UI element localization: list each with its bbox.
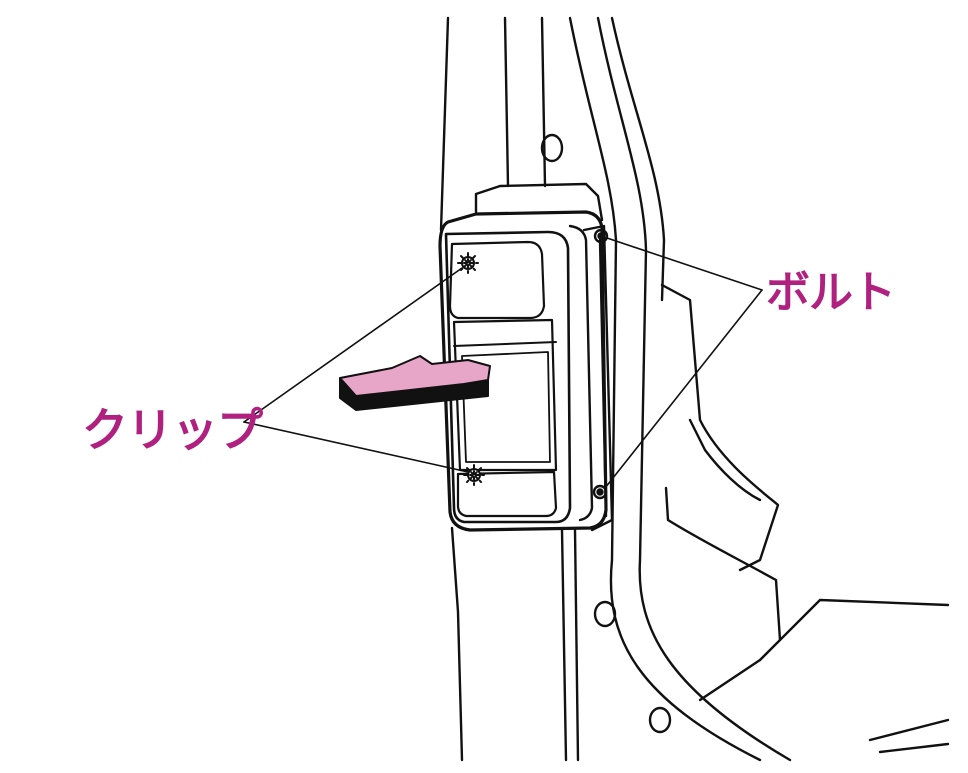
bolt-icon	[592, 228, 609, 500]
lamp-middle-section	[452, 318, 558, 472]
cargo-floor-edge-2	[698, 658, 762, 702]
leader-bolt-lower	[604, 289, 763, 489]
quarter-outer-edge-1	[568, 16, 762, 762]
bolt-lower	[592, 484, 608, 500]
arrow-face	[339, 355, 491, 397]
lamp-middle-divider	[453, 341, 557, 347]
leader-bolt-upper	[606, 237, 763, 291]
quarter-outer-edge-3	[610, 16, 666, 302]
pillar-left-edge	[439, 16, 450, 232]
lamp-middle-inner	[461, 351, 551, 463]
tail-lamp	[438, 210, 608, 532]
pillar-inner-line-1	[503, 16, 510, 188]
lamp-lower-window	[456, 470, 558, 518]
vehicle-body	[439, 16, 950, 762]
leader-clip-lower	[243, 421, 469, 473]
lamp-housing-outer	[438, 210, 608, 532]
body-hole-bottom	[648, 706, 672, 734]
bolt-upper	[593, 228, 609, 244]
pillar-inner-line-4	[573, 528, 580, 762]
pillar-inner-line-3	[560, 528, 568, 762]
cargo-floor-edge-3	[868, 718, 950, 742]
cargo-floor-edge-4	[878, 742, 950, 754]
clip-label: クリップ	[82, 403, 263, 457]
trim-panel-edge-2	[664, 486, 782, 642]
body-hole-middle	[593, 600, 617, 628]
removal-direction-arrow	[339, 355, 491, 411]
trim-panel-edge	[660, 283, 780, 572]
lamp-upper-window	[448, 240, 546, 320]
trim-inner-edge	[688, 418, 762, 502]
cargo-floor-edge	[758, 598, 950, 662]
clip-icon	[457, 252, 485, 486]
pillar-left-edge-lower	[450, 526, 464, 762]
leader-lines	[243, 237, 763, 489]
pillar-inner-line-2	[540, 16, 547, 188]
bolt-label: ボルト	[766, 267, 896, 318]
quarter-outer-edge-2	[596, 16, 792, 762]
lamp-housing-side	[568, 224, 594, 522]
body-hole-top	[540, 133, 564, 163]
leader-clip-upper	[243, 267, 463, 423]
lamp-lens-frame	[444, 230, 572, 524]
